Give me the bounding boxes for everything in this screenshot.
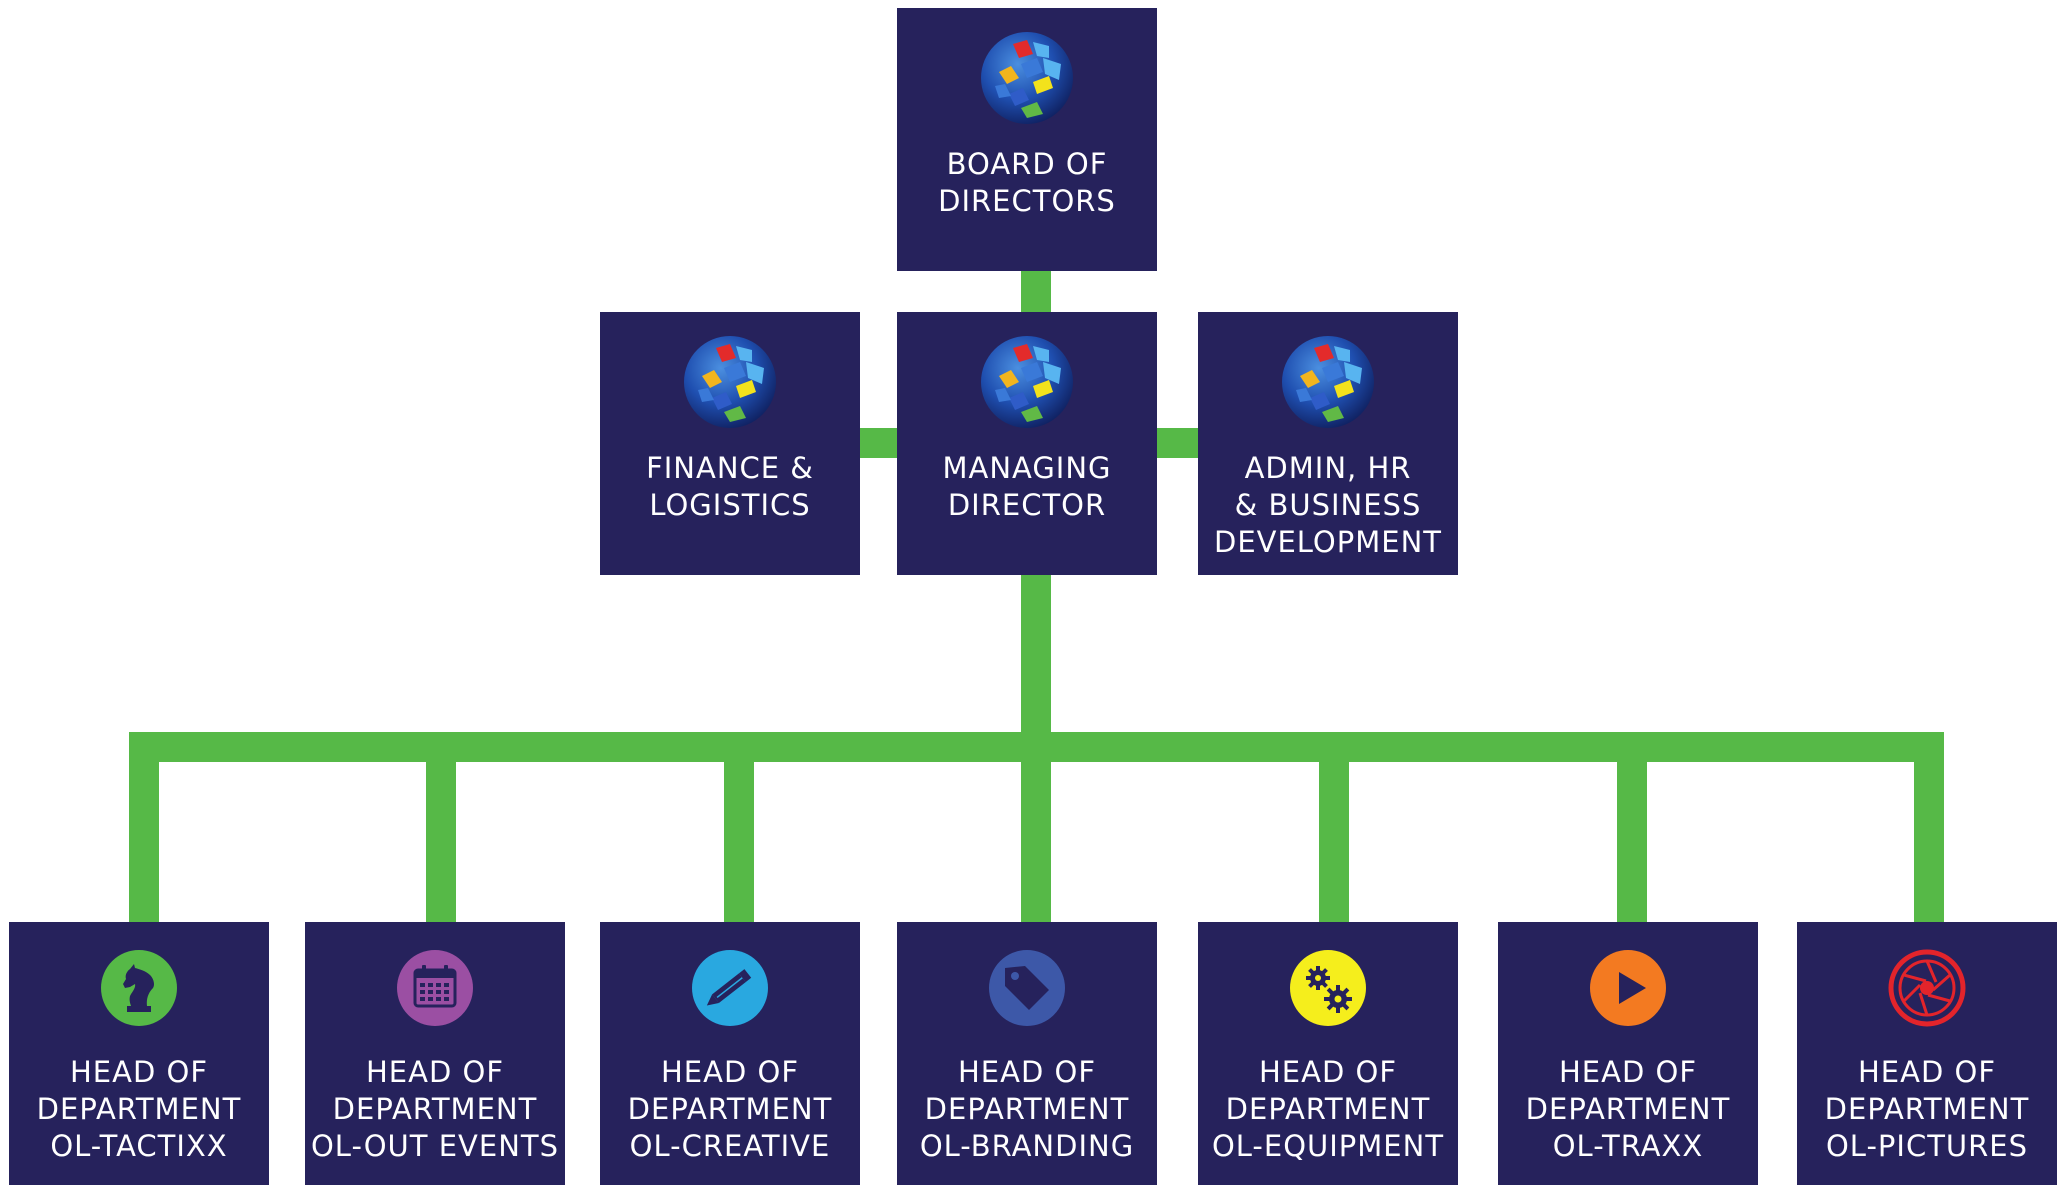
connector-drop-creative [724, 760, 754, 922]
connector-drop-tactixx [129, 760, 159, 922]
company-globe-logo-icon [977, 332, 1077, 432]
tag-icon [987, 948, 1067, 1028]
pencil-icon [690, 948, 770, 1028]
connector-drop-equipment [1319, 760, 1349, 922]
department-label-creative: HEAD OF DEPARTMENT OL-CREATIVE [627, 1055, 833, 1163]
department-label-tactixx: HEAD OF DEPARTMENT OL-TACTIXX [36, 1055, 242, 1163]
play-icon [1588, 948, 1668, 1028]
connector-drop-pictures [1914, 760, 1944, 922]
department-box-equipment: HEAD OF DEPARTMENT OL-EQUIPMENT [1198, 922, 1458, 1185]
aperture-icon [1887, 948, 1967, 1028]
department-box-pictures: HEAD OF DEPARTMENT OL-PICTURES [1797, 922, 2057, 1185]
managing-director-label: MANAGING DIRECTOR [942, 451, 1112, 522]
finance-logistics-label: FINANCE & LOGISTICS [646, 451, 814, 522]
company-globe-logo-icon [680, 332, 780, 432]
connector-finance-to-md [860, 428, 898, 458]
connector-departments-bus [129, 732, 1944, 762]
department-box-creative: HEAD OF DEPARTMENT OL-CREATIVE [600, 922, 860, 1185]
connector-md-trunk [1021, 574, 1051, 734]
connector-drop-out-events [426, 760, 456, 922]
department-box-branding: HEAD OF DEPARTMENT OL-BRANDING [897, 922, 1157, 1185]
connector-board-to-md [1021, 270, 1051, 312]
department-label-branding: HEAD OF DEPARTMENT OL-BRANDING [919, 1055, 1135, 1163]
department-box-traxx: HEAD OF DEPARTMENT OL-TRAXX [1498, 922, 1758, 1185]
company-globe-logo-icon [1278, 332, 1378, 432]
department-label-out-events: HEAD OF DEPARTMENT OL-OUT EVENTS [310, 1055, 560, 1163]
department-label-pictures: HEAD OF DEPARTMENT OL-PICTURES [1824, 1055, 2030, 1163]
admin-hr-business-development-label: ADMIN, HR & BUSINESS DEVELOPMENT [1213, 451, 1442, 559]
department-label-equipment: HEAD OF DEPARTMENT OL-EQUIPMENT [1211, 1055, 1445, 1163]
calendar-icon [395, 948, 475, 1028]
department-box-tactixx: HEAD OF DEPARTMENT OL-TACTIXX [9, 922, 269, 1185]
board-of-directors-label: BOARD OF DIRECTORS [938, 147, 1116, 218]
company-globe-logo-icon [977, 28, 1077, 128]
connector-md-to-admin [1156, 428, 1198, 458]
connector-drop-traxx [1617, 760, 1647, 922]
chess-knight-icon [99, 948, 179, 1028]
gears-icon [1288, 948, 1368, 1028]
department-box-out-events: HEAD OF DEPARTMENT OL-OUT EVENTS [305, 922, 565, 1185]
connector-drop-branding [1021, 760, 1051, 922]
department-label-traxx: HEAD OF DEPARTMENT OL-TRAXX [1525, 1055, 1731, 1163]
managing-director-box: MANAGING DIRECTOR [897, 312, 1157, 575]
board-of-directors-box: BOARD OF DIRECTORS [897, 8, 1157, 271]
finance-logistics-box: FINANCE & LOGISTICS [600, 312, 860, 575]
admin-hr-business-development-box: ADMIN, HR & BUSINESS DEVELOPMENT [1198, 312, 1458, 575]
